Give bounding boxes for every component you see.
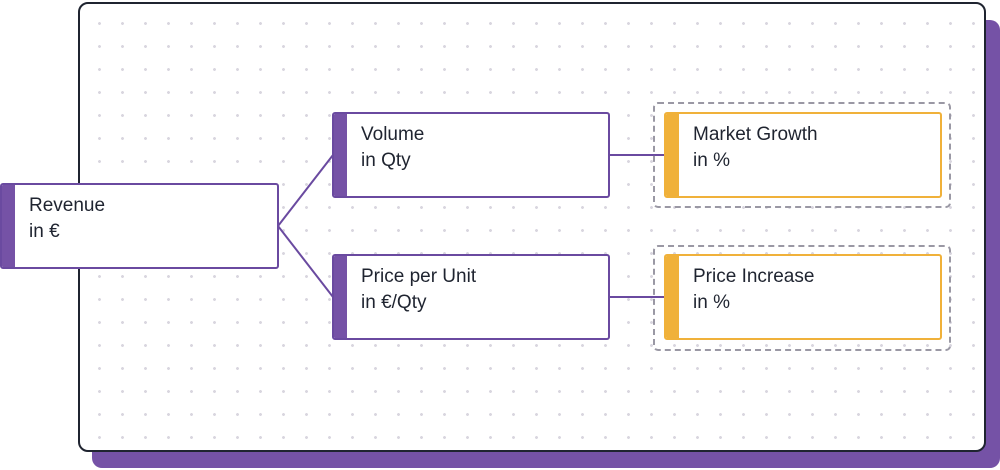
volume-node[interactable]: Volume in Qty xyxy=(332,112,610,198)
price-increase-group-frame xyxy=(653,245,951,351)
revenue-node-unit: in € xyxy=(29,221,60,242)
price-per-unit-node-label: Price per Unit in €/Qty xyxy=(361,264,476,316)
price-increase-node-unit: in % xyxy=(693,292,730,313)
volume-node-label: Volume in Qty xyxy=(361,122,424,174)
price-increase-node-label: Price Increase in % xyxy=(693,264,814,316)
market-growth-node-accent xyxy=(666,114,679,196)
price-per-unit-node-accent xyxy=(334,256,347,338)
volume-node-accent xyxy=(334,114,347,196)
revenue-node[interactable]: Revenue in € xyxy=(0,183,279,269)
market-growth-node-label: Market Growth in % xyxy=(693,122,818,174)
revenue-node-label: Revenue in € xyxy=(29,193,105,245)
volume-node-unit: in Qty xyxy=(361,150,411,171)
market-growth-node-unit: in % xyxy=(693,150,730,171)
revenue-node-name: Revenue xyxy=(29,195,106,216)
price-per-unit-node-name: Price per Unit xyxy=(361,266,477,287)
price-increase-node-name: Price Increase xyxy=(693,266,815,287)
market-growth-node-name: Market Growth xyxy=(693,124,818,145)
market-growth-node[interactable]: Market Growth in % xyxy=(664,112,942,198)
price-per-unit-node-unit: in €/Qty xyxy=(361,292,427,313)
price-per-unit-node[interactable]: Price per Unit in €/Qty xyxy=(332,254,610,340)
market-growth-group-frame xyxy=(653,102,951,208)
price-increase-node[interactable]: Price Increase in % xyxy=(664,254,942,340)
revenue-node-accent xyxy=(2,185,15,267)
volume-node-name: Volume xyxy=(361,124,425,145)
price-increase-node-accent xyxy=(666,256,679,338)
